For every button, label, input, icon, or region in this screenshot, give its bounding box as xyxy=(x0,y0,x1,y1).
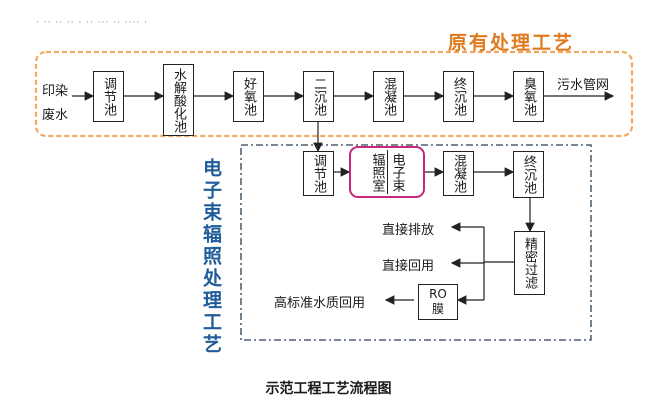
step-ozone-tank: 臭氧池 xyxy=(513,71,544,122)
step-coagulation-tank: 混凝池 xyxy=(373,71,404,122)
ebeam-step-precision-filter: 精密过滤 xyxy=(514,231,545,295)
irradiation-label-col1: 电子束 xyxy=(389,152,405,192)
irradiation-label-col2: 辐照室 xyxy=(369,152,385,192)
ebeam-step-final-settling-tank: 终沉池 xyxy=(513,151,544,198)
ebeam-process-border xyxy=(240,144,592,341)
header-blur-text: · ·· ·· ·· · ·· ··· ·· ···· · xyxy=(36,18,148,28)
figure-caption: 示范工程工艺流程图 xyxy=(265,381,392,397)
step-final-settling-tank: 终沉池 xyxy=(443,71,474,122)
original-process-title: 原有处理工艺 xyxy=(448,32,575,54)
ebeam-step-coagulation-tank: 混凝池 xyxy=(443,151,474,196)
input-label-line1: 印染 xyxy=(42,84,69,99)
original-process-border xyxy=(34,50,634,138)
step-aerobic-tank: 好氧池 xyxy=(233,71,264,122)
ro-label-line1: RO xyxy=(429,287,447,301)
output-high-standard-reuse: 高标准水质回用 xyxy=(274,296,366,311)
output-label-sewer: 污水管网 xyxy=(557,78,610,93)
ebeam-process-title: 电子束辐照处理工艺 xyxy=(200,158,222,356)
output-direct-reuse: 直接回用 xyxy=(382,259,435,274)
ebeam-step-ro-membrane: RO 膜 xyxy=(418,284,458,320)
input-label-line2: 废水 xyxy=(42,108,69,123)
step-hydrolysis-acidification-tank: 水解酸化池 xyxy=(163,64,194,136)
ebeam-step-regulating-tank: 调节池 xyxy=(303,151,334,196)
step-regulating-tank: 调节池 xyxy=(93,71,124,122)
ebeam-irradiation-chamber: 电子束 辐照室 xyxy=(349,146,425,198)
step-secondary-settling-tank: 二沉池 xyxy=(303,71,334,122)
ro-label-line2: 膜 xyxy=(431,302,444,316)
output-direct-discharge: 直接排放 xyxy=(382,223,435,238)
